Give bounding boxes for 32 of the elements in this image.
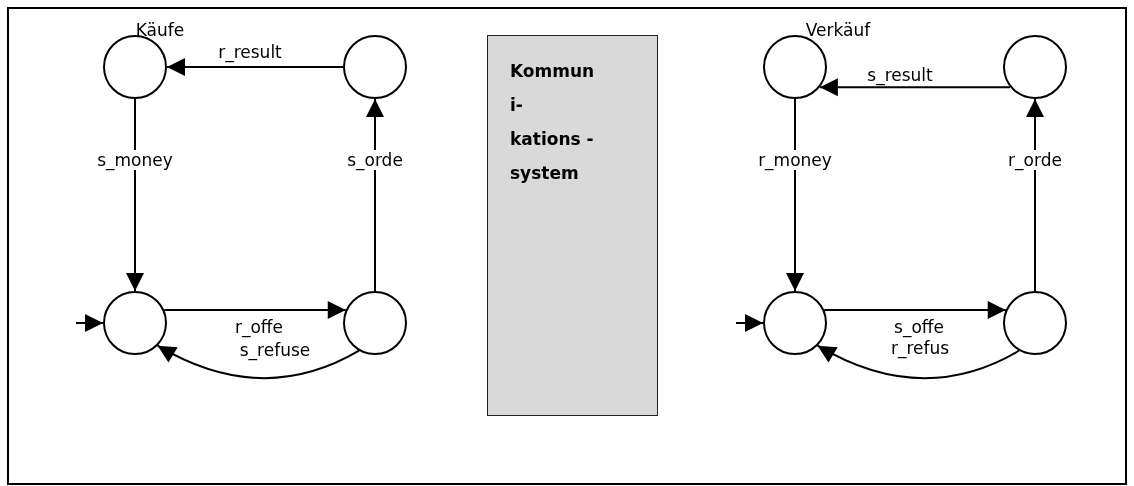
box-title: Kommun i- kations -system [510, 60, 595, 185]
arrow [163, 301, 347, 319]
edge-label: s_money [95, 150, 175, 170]
arrow [126, 98, 144, 292]
edge-label: s_offe [892, 317, 946, 337]
arrow [366, 98, 384, 292]
edge-label: s_refuse [237, 340, 313, 360]
arrow [166, 58, 344, 76]
arrow [1026, 98, 1044, 292]
group-heading: Verkäuf [805, 20, 871, 40]
state-circle [763, 35, 827, 99]
state-circle [1003, 291, 1067, 355]
arrow [735, 314, 764, 332]
edge-label: s_result [865, 65, 935, 85]
arrow [818, 78, 1012, 97]
state-circle [343, 35, 407, 99]
arrow [786, 98, 804, 292]
arrow [156, 344, 360, 380]
state-circle [103, 291, 167, 355]
group-heading: Käufe [135, 20, 185, 40]
arrow [823, 301, 1007, 319]
edge-label: r_money [756, 150, 834, 170]
edge-label: r_result [216, 42, 284, 62]
state-circle [343, 291, 407, 355]
state-circle [103, 35, 167, 99]
edge-label: r_orde [1006, 150, 1064, 170]
state-circle [1003, 35, 1067, 99]
arrow [75, 314, 104, 332]
state-circle [763, 291, 827, 355]
arrow [816, 344, 1020, 380]
system-box [487, 35, 658, 416]
edge-label: s_orde [345, 150, 405, 170]
